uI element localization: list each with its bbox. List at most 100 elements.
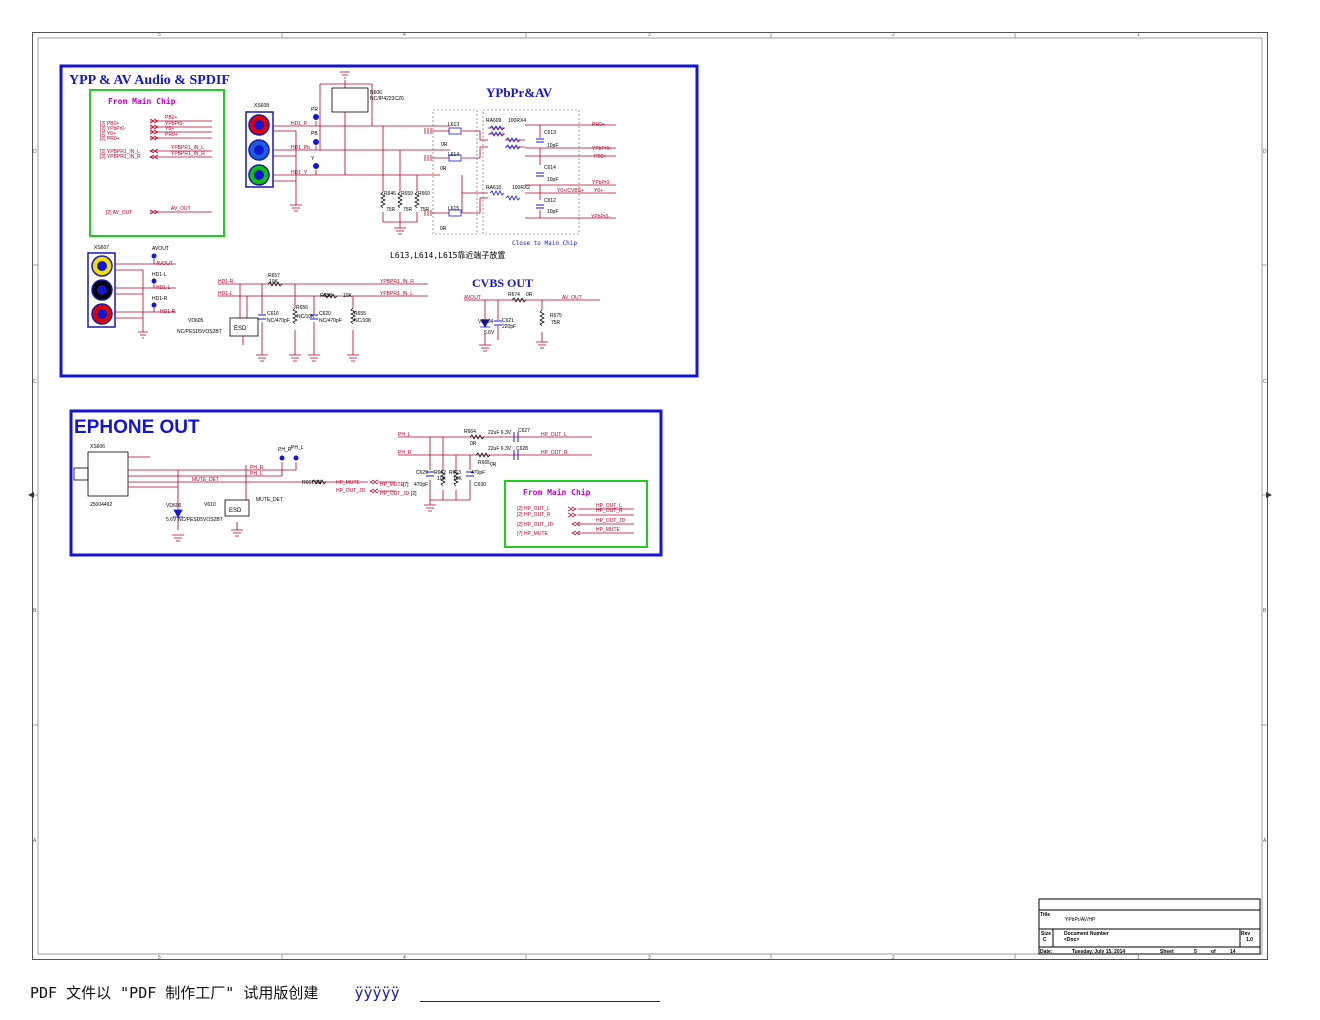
net-hd1-pb: HD1_Pb	[291, 145, 310, 151]
hp-chip-net-r: HP_OUT_R	[596, 508, 623, 514]
r646-value: 75R	[386, 207, 396, 213]
chip-signal-pb0: [2] PB0+	[100, 121, 119, 127]
c612-label: C612	[544, 198, 556, 204]
r661-label: R661	[302, 480, 314, 486]
hp-chip-signal-mute: [7] HP_MUTE	[517, 531, 549, 537]
c629-label: C629	[416, 470, 428, 476]
tag-hp-mute: [7]	[403, 482, 409, 488]
chip-net-pb0: PB0+	[165, 115, 177, 121]
p2-net-hp-out-l: HP_OUT_L	[541, 432, 567, 438]
ruler-right-C: C	[1263, 379, 1267, 385]
net-y0: Y0+	[594, 188, 603, 194]
ruler-top-3: 3	[648, 32, 651, 38]
ruler-right-A: A	[1263, 838, 1267, 844]
net-avout: AVOUT	[156, 261, 173, 267]
ruler-bottom-2: 2	[892, 955, 895, 961]
l613-value: 0R	[441, 142, 448, 148]
total-value: 14	[1230, 949, 1236, 955]
r656-label: R656	[296, 305, 308, 311]
c627-value: 22uF 6.3V	[488, 430, 512, 436]
ra609-value: 100RX4	[508, 118, 526, 124]
l615-value: 0R	[440, 226, 447, 232]
filter-zone-box	[432, 109, 478, 235]
xs606-jack	[87, 451, 129, 497]
p2-net-mute-det: MUTE_DET	[192, 477, 219, 483]
sheet-value: 5	[1194, 949, 1197, 955]
ephone-panel	[69, 409, 663, 557]
from-main-chip-box	[89, 89, 225, 237]
n606-ic	[331, 87, 369, 113]
vd606-label: VD606	[166, 503, 182, 509]
c630-label: C630	[474, 482, 486, 488]
of-label: of	[1211, 949, 1216, 955]
title-value: YPbPr/AV/HP	[1065, 917, 1096, 923]
rev-label: Rev	[1241, 931, 1250, 937]
l613-label: L613	[448, 122, 459, 128]
title-label: Title	[1040, 912, 1050, 918]
close-to-main-chip-note: Close to Main Chip	[512, 240, 577, 247]
tp-pb: PB	[311, 131, 318, 137]
pdf-watermark-footer: PDF 文件以 "PDF 制作工厂" 试用版创建 ÿÿÿÿÿ	[30, 982, 400, 1003]
r657-label: R657	[268, 273, 280, 279]
hp-chip-net-mute: HP_MUTE	[596, 527, 621, 533]
c628-value: 22uF 6.3V	[488, 446, 512, 452]
date-label: Date:	[1040, 949, 1053, 955]
vd606-diode	[173, 509, 183, 518]
net-hd1-r: HD1-R	[160, 309, 176, 315]
c621-value: 220pF	[502, 324, 516, 330]
n606-value: NC/IP4223CZ6	[370, 96, 404, 102]
ruler-top-4: 4	[403, 32, 406, 38]
l615-label: L615	[448, 206, 459, 212]
c628-label: C628	[516, 446, 528, 452]
r655-label: R655	[354, 311, 366, 317]
ruler-bottom-3: 3	[648, 955, 651, 961]
docnum-value: <Doc>	[1064, 937, 1079, 943]
r660-label: R660	[418, 191, 430, 197]
p2-net-hp-out-jd-left: HP_OUT_JD	[336, 488, 366, 494]
r661-value: 0R	[315, 480, 322, 486]
cvbs-net-av-out: AV_OUT	[562, 295, 582, 301]
vd604-value: 5.6V	[484, 330, 495, 336]
vd605-label: VD605	[188, 318, 204, 324]
l613-placement-note: L613,L614,L615靠近端子放置	[390, 250, 505, 260]
c621-label: C621	[502, 318, 514, 324]
r663-value: 10K	[453, 476, 463, 482]
chip-signal-in-l: [2] YPBPR1_IN_L	[100, 149, 140, 155]
ruler-left-A: A	[33, 838, 37, 844]
vd605-esd-chip	[229, 317, 259, 337]
r659-label: R659	[401, 191, 413, 197]
r663-label: R663	[449, 470, 461, 476]
tp-y: Y	[311, 156, 315, 162]
ruler-top-5: 5	[158, 32, 161, 38]
net-ypbpr0-bottom: YPbPr0-	[591, 214, 610, 220]
chip-net-in-r: YPBPR1_IN_R	[171, 151, 205, 157]
tp-pr: PR	[311, 107, 318, 113]
net-ypbpr1-in-l: YPBPR1_IN_L	[380, 291, 413, 297]
v610-label: V610	[204, 502, 216, 508]
p2-net-ph-r-in: PH_R	[398, 450, 412, 456]
r675-label: R675	[550, 313, 562, 319]
p2-net-hp-mute: HP_MUTE	[380, 482, 405, 488]
net-pb0: PB0+	[594, 154, 606, 160]
chip-net-y0: Y0+	[165, 126, 174, 132]
footer-link[interactable]: ÿÿÿÿÿ	[354, 984, 400, 1002]
chip-signal-ypbpr0: [2] YPbPr0-	[100, 126, 126, 132]
hp-from-main-chip-box	[504, 480, 648, 548]
ruler-left-C: C	[33, 379, 37, 385]
ypp-panel-title: YPP & AV Audio & SPDIF	[69, 73, 230, 88]
xs608-label: XS608	[254, 103, 269, 109]
vd606-value: 5.6V	[166, 517, 177, 523]
c613-value: 10pF	[547, 143, 558, 149]
footer-link-underline	[420, 1001, 660, 1002]
ra610-value: 100RX2	[512, 185, 530, 191]
hp-chip-signal-jd: [2] HP_OUT_JD	[517, 522, 554, 528]
chip-net-in-l: YPBPR1_IN_L	[171, 145, 204, 151]
c613-label: C613	[544, 130, 556, 136]
ruler-left-B: B	[33, 608, 37, 614]
ra610-label: RA610	[486, 185, 502, 191]
net-hd1-p: HD1_P	[291, 121, 308, 127]
r662-label: R662	[434, 470, 446, 476]
from-main-chip-title: From Main Chip	[108, 96, 176, 106]
net-hd1-r-in: HD1-R	[218, 279, 234, 285]
